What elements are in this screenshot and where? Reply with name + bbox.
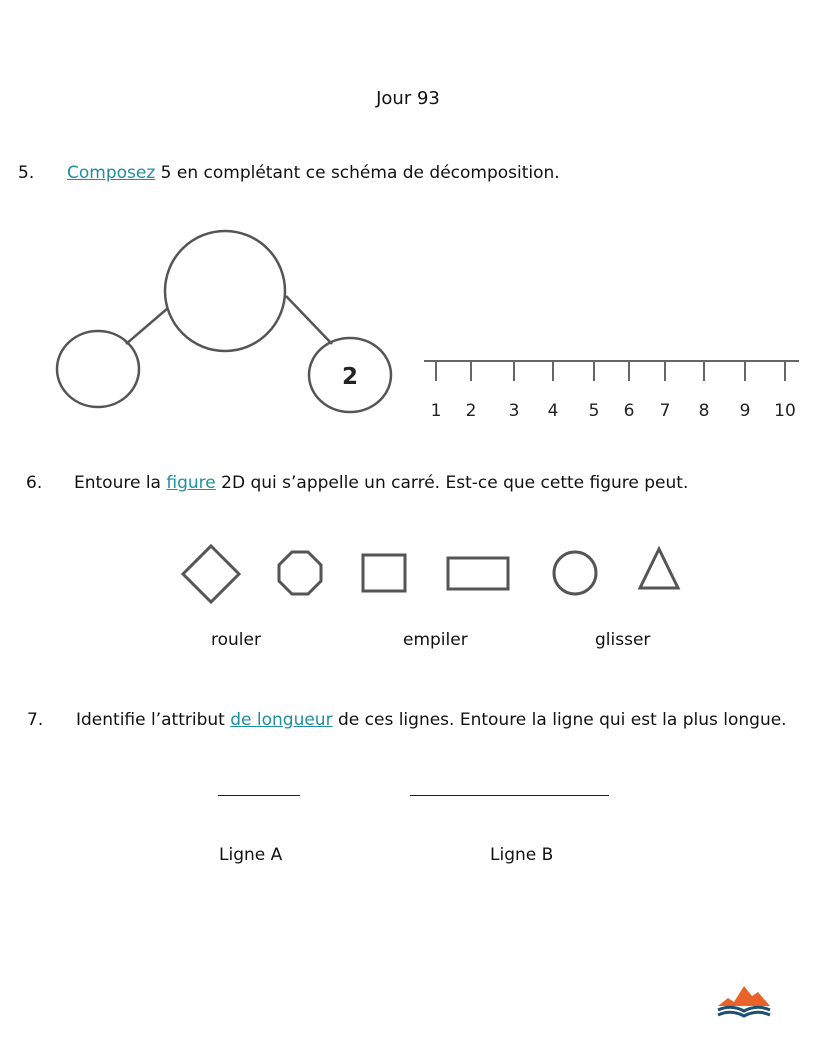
line-a-label: Ligne A xyxy=(219,845,283,865)
square-shape[interactable] xyxy=(361,553,407,593)
rectangle-shape[interactable] xyxy=(446,556,510,591)
number-line-tick-label: 6 xyxy=(624,401,635,421)
option-rouler[interactable]: rouler xyxy=(211,630,261,650)
octagon-shape[interactable] xyxy=(277,550,323,596)
number-line-tick-label: 7 xyxy=(660,401,671,421)
question-6-body: 2D qui s’appelle un carré. Est-ce que ce… xyxy=(215,473,689,493)
number-line-tick-label: 4 xyxy=(548,401,559,421)
mountain-book-logo-icon xyxy=(717,986,771,1018)
question-5-number: 5. xyxy=(18,163,35,183)
composez-link[interactable]: Composez xyxy=(67,163,156,183)
diamond-shape[interactable] xyxy=(180,543,242,605)
figure-link[interactable]: figure xyxy=(166,473,216,493)
number-line-tick-label: 1 xyxy=(431,401,442,421)
page-title: Jour 93 xyxy=(376,88,440,109)
question-7-body: de ces lignes. Entoure la ligne qui est … xyxy=(332,710,787,730)
question-7-number: 7. xyxy=(27,710,44,730)
line-a[interactable] xyxy=(218,795,300,796)
number-line-tick-label: 2 xyxy=(466,401,477,421)
option-glisser[interactable]: glisser xyxy=(595,630,651,650)
option-empiler[interactable]: empiler xyxy=(403,630,468,650)
triangle-shape[interactable] xyxy=(637,545,681,590)
question-5-body: 5 en complétant ce schéma de décompositi… xyxy=(155,163,560,183)
question-6-lead: Entoure la xyxy=(74,473,167,493)
number-line-tick-label: 3 xyxy=(509,401,520,421)
number-line: 1 2 3 4 5 6 7 8 9 10 xyxy=(424,360,799,421)
line-b-label: Ligne B xyxy=(490,845,554,865)
circle-shape[interactable] xyxy=(552,550,598,596)
line-b[interactable] xyxy=(410,795,609,796)
question-6-number: 6. xyxy=(26,473,43,493)
number-line-tick-label: 8 xyxy=(699,401,710,421)
number-line-tick-label: 10 xyxy=(774,401,796,421)
number-line-tick-label: 5 xyxy=(589,401,600,421)
number-line-tick-label: 9 xyxy=(740,401,751,421)
question-6-text: Entoure la figure 2D qui s’appelle un ca… xyxy=(74,473,688,493)
question-5-text: Composez 5 en complétant ce schéma de dé… xyxy=(67,163,560,183)
question-7-text: Identifie l’attribut de longueur de ces … xyxy=(76,710,787,730)
de-longueur-link[interactable]: de longueur xyxy=(230,710,333,730)
question-7-lead: Identifie l’attribut xyxy=(76,710,231,730)
